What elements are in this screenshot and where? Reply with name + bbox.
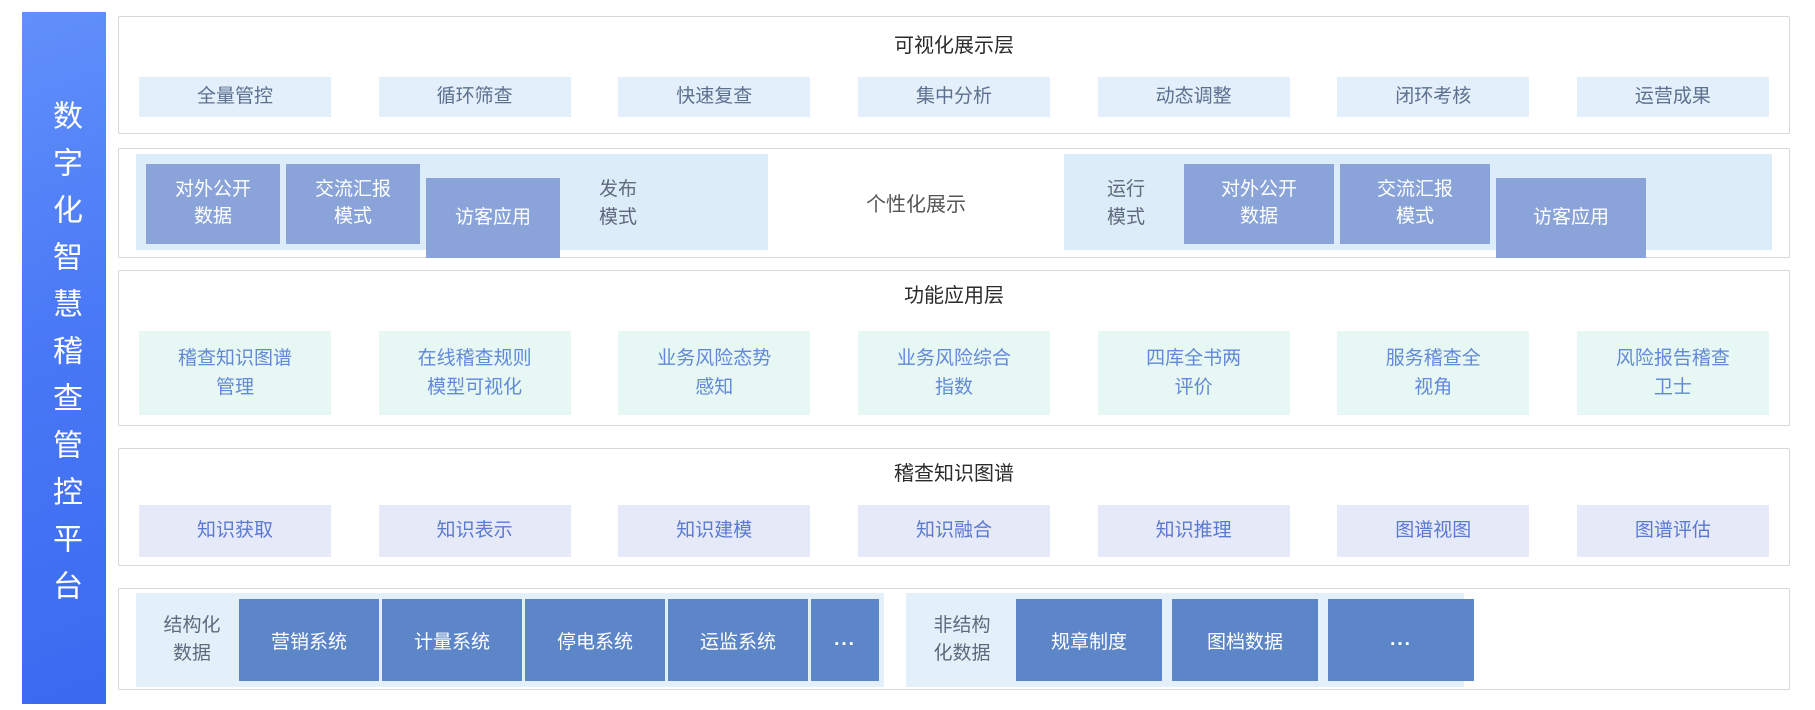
structured-data-label: 结构化 数据 [163,614,221,665]
viz-layer-item: 快速复查 [618,77,811,117]
viz-layer-item: 循环筛查 [378,77,571,117]
unstructured-system-box: 图档数据 [1172,599,1318,681]
knowledge-graph-item: 知识获取 [139,505,331,557]
data-source-layer-card: 结构化 数据 营销系统 计量系统 停电系统 运监系统 ... 非结构 化数据 规… [118,588,1790,690]
function-layer-card: 功能应用层 稽查知识图谱 管理 在线稽查规则 模型可视化 业务风险态势 感知 业… [118,270,1790,426]
function-layer-item: 四库全书两 评价 [1097,331,1290,415]
knowledge-graph-layer-items: 知识获取 知识表示 知识建模 知识融合 知识推理 图谱视图 图谱评估 [119,505,1789,557]
unstructured-data-label: 非结构 化数据 [933,614,991,665]
function-layer-title: 功能应用层 [904,285,1004,307]
visualization-layer-card: 可视化展示层 全量管控 循环筛查 快速复查 集中分析 动态调整 闭环考核 运营成… [118,16,1790,134]
function-layer-item: 业务风险态势 感知 [618,331,811,415]
knowledge-graph-item: 知识推理 [1097,505,1290,557]
function-layer-item: 稽查知识图谱 管理 [139,331,331,415]
unstructured-system-box: 规章制度 [1016,599,1162,681]
viz-layer-item: 运营成果 [1576,77,1769,117]
function-layer-item: 业务风险综合 指数 [857,331,1050,415]
structured-system-box: 停电系统 [525,599,665,681]
viz-layer-item: 集中分析 [857,77,1050,117]
unstructured-more-box: ... [1328,599,1474,681]
display-mode-layer-card: 对外公开 数据 交流汇报 模式 访客应用 发布 模式 个性化展示 运行 模式 对… [118,148,1790,258]
run-mode-box: 对外公开 数据 [1184,164,1334,244]
viz-layer-item: 闭环考核 [1337,77,1530,117]
publish-mode-box: 访客应用 [426,178,560,258]
knowledge-graph-item: 知识融合 [857,505,1050,557]
structured-more-box: ... [811,599,879,681]
function-layer-items: 稽查知识图谱 管理 在线稽查规则 模型可视化 业务风险态势 感知 业务风险综合 … [119,331,1789,415]
knowledge-graph-item: 知识建模 [618,505,811,557]
run-mode-box: 交流汇报 模式 [1340,164,1490,244]
viz-layer-item: 全量管控 [139,77,331,117]
publish-mode-label: 发布 模式 [598,178,637,229]
visualization-layer-items: 全量管控 循环筛查 快速复查 集中分析 动态调整 闭环考核 运营成果 [119,77,1789,117]
run-mode-box: 访客应用 [1496,178,1646,258]
function-layer-item: 在线稽查规则 模型可视化 [378,331,571,415]
function-layer-item: 风险报告稽查 卫士 [1576,331,1769,415]
platform-title: 数字化智慧稽查管控平台 [48,99,81,617]
knowledge-graph-layer-title: 稽查知识图谱 [894,463,1014,485]
knowledge-graph-item: 图谱视图 [1337,505,1530,557]
unstructured-data-group: 非结构 化数据 规章制度 图档数据 ... [906,593,1474,687]
knowledge-graph-layer-card: 稽查知识图谱 知识获取 知识表示 知识建模 知识融合 知识推理 图谱视图 图谱评… [118,448,1790,566]
run-mode-group: 运行 模式 对外公开 数据 交流汇报 模式 访客应用 [1064,154,1772,258]
run-mode-label: 运行 模式 [1106,178,1145,229]
function-layer-item: 服务稽查全 视角 [1337,331,1530,415]
viz-layer-item: 动态调整 [1097,77,1290,117]
knowledge-graph-item: 知识表示 [378,505,571,557]
structured-system-box: 营销系统 [239,599,379,681]
personalized-display-label: 个性化展示 [866,193,966,216]
visualization-layer-title: 可视化展示层 [894,35,1014,57]
publish-mode-box: 对外公开 数据 [146,164,280,244]
knowledge-graph-item: 图谱评估 [1576,505,1769,557]
structured-system-box: 计量系统 [382,599,522,681]
publish-mode-group: 对外公开 数据 交流汇报 模式 访客应用 发布 模式 [136,154,768,258]
platform-banner: 数字化智慧稽查管控平台 [22,12,106,704]
structured-system-box: 运监系统 [668,599,808,681]
structured-data-group: 结构化 数据 营销系统 计量系统 停电系统 运监系统 ... [136,593,884,687]
publish-mode-box: 交流汇报 模式 [286,164,420,244]
